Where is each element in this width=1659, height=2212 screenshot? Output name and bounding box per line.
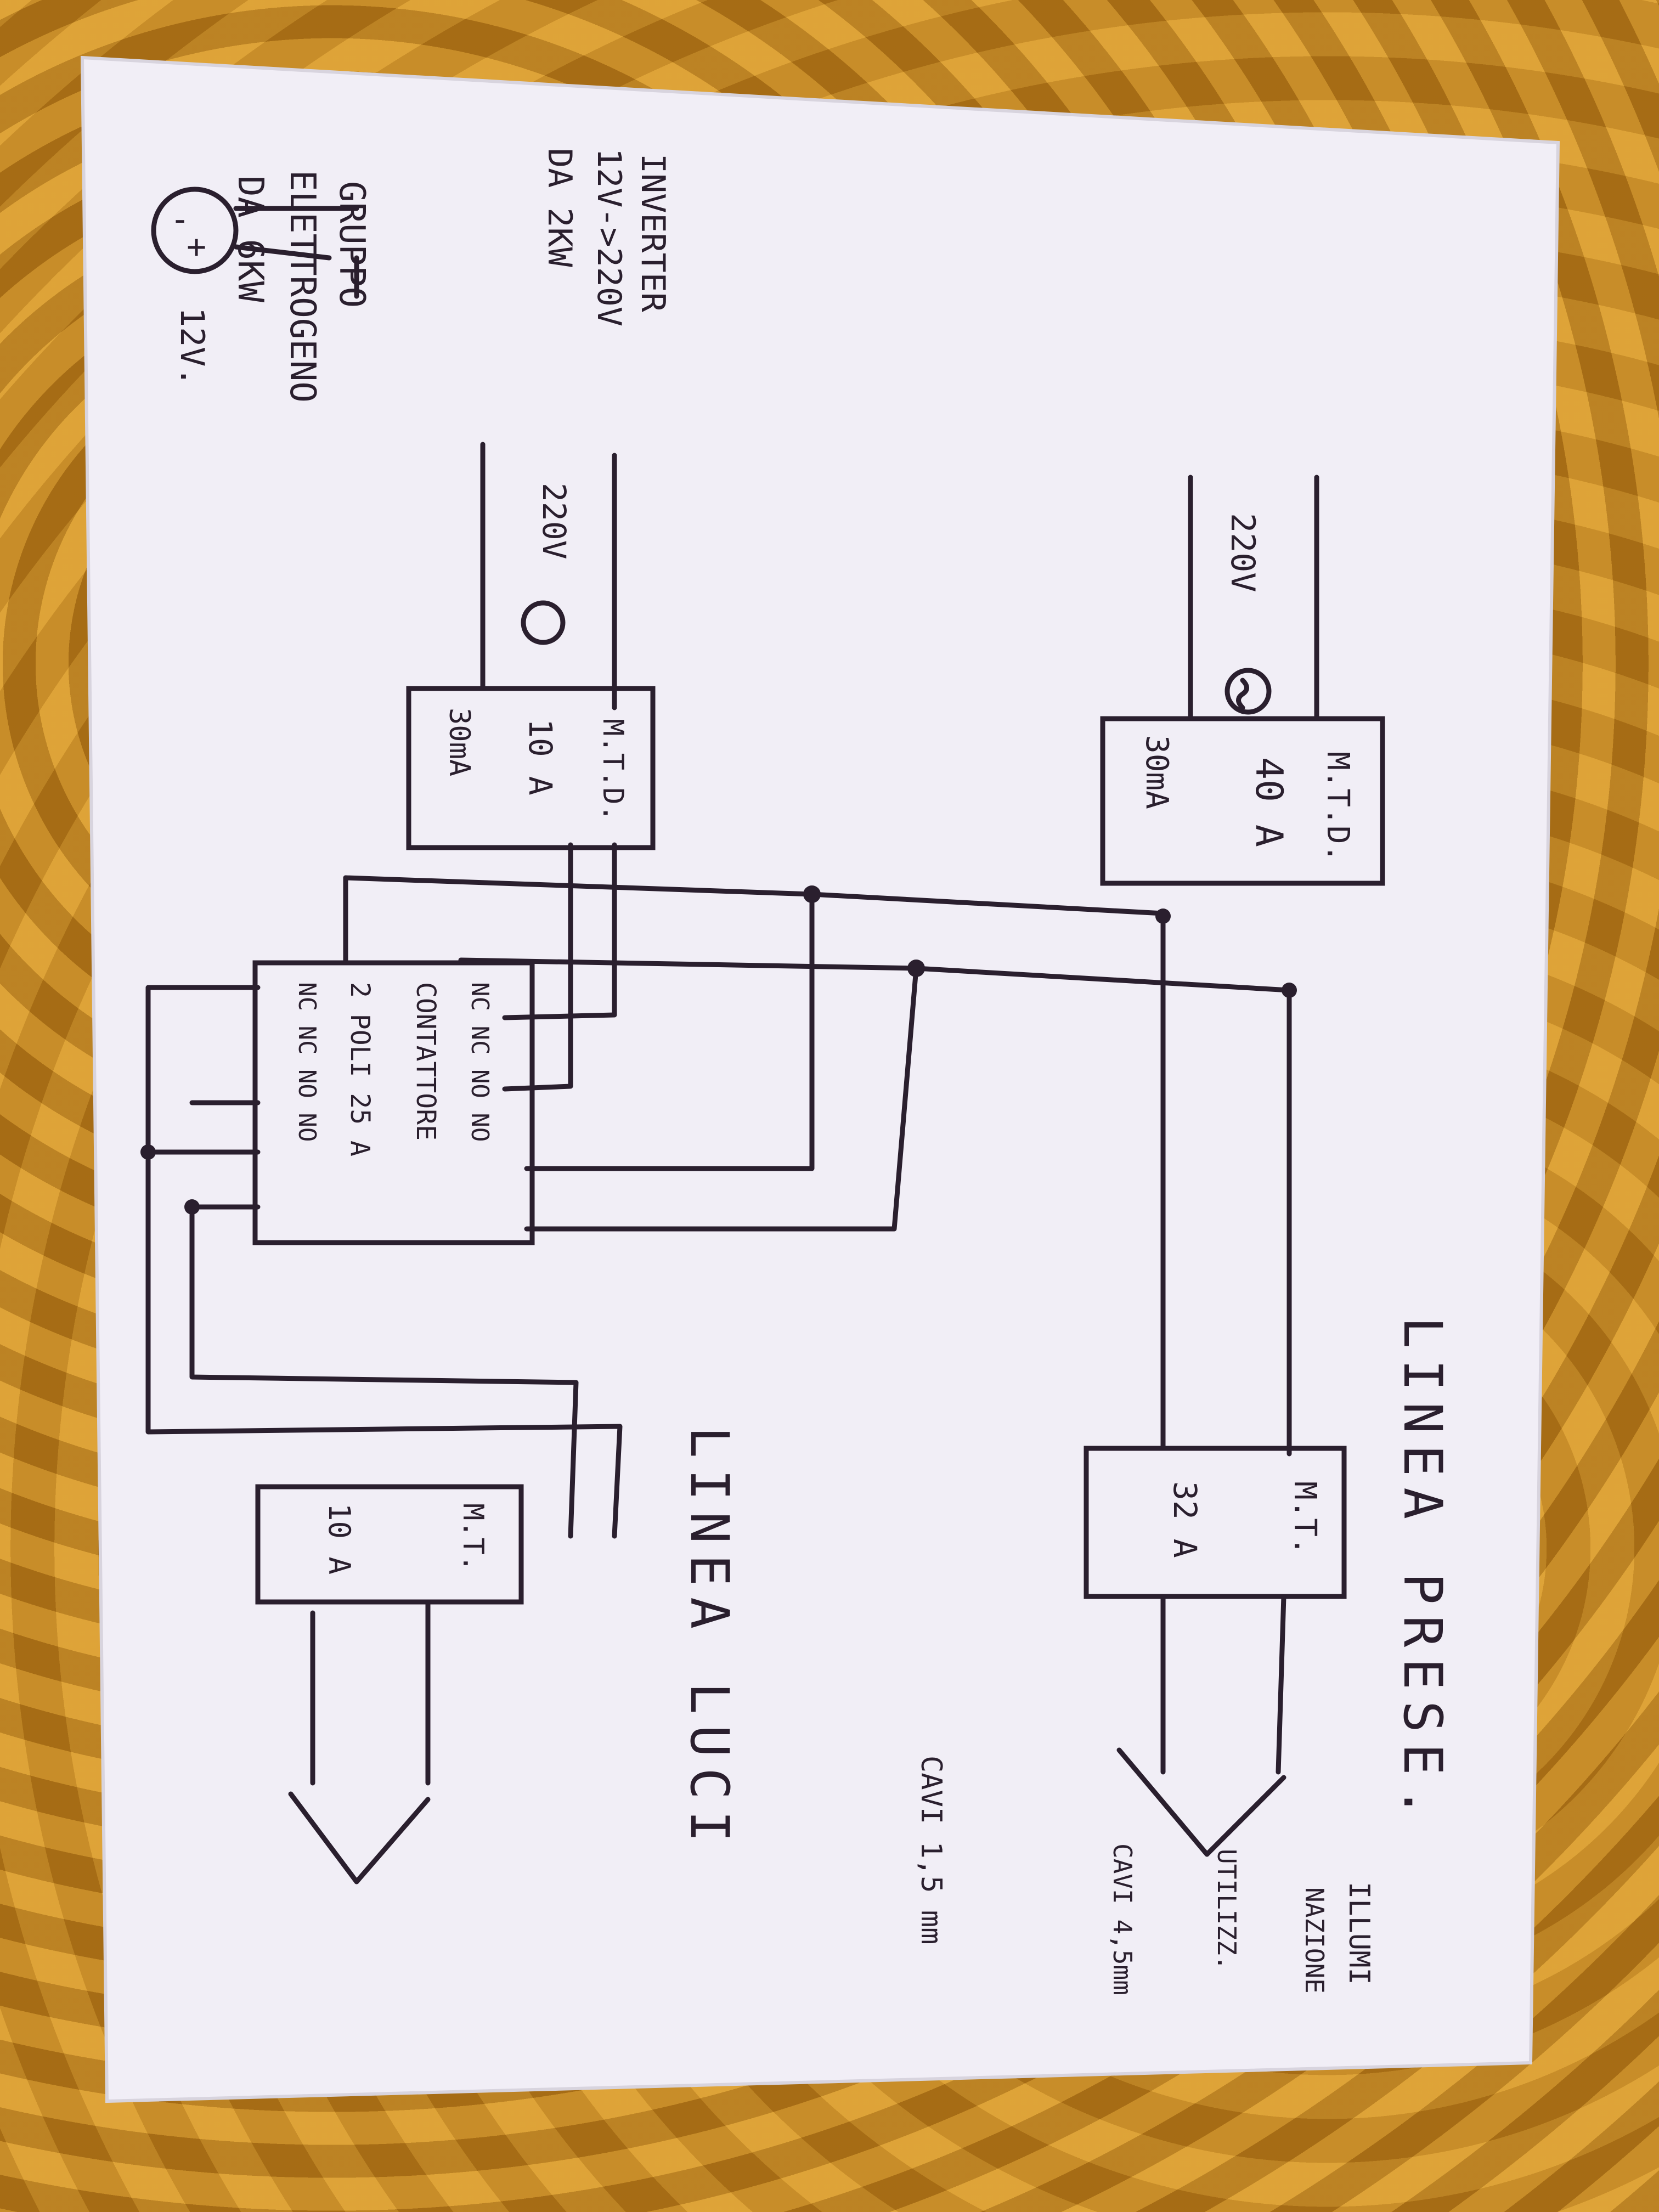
generator-label-1: GRUPPO: [331, 181, 372, 308]
breaker-mt-10a: [255, 1484, 524, 1605]
junction-2: [907, 960, 925, 977]
linea-prese-label: LINEA PRESE.: [1392, 1317, 1453, 1829]
inv-to-contactor-b: [502, 842, 617, 1020]
mtd10-line3: 30mA: [443, 708, 476, 776]
junction-4: [1282, 983, 1297, 998]
contactor-row1: NC NC NO NO: [466, 982, 494, 1142]
battery-plus: +: [187, 228, 206, 266]
inverter-label-3: DA 2KW: [540, 148, 579, 268]
cavi-luci-label: CAVI 1,5 mm: [915, 1756, 947, 1944]
bus-wire-2: [458, 957, 1292, 1457]
gen-to-contactor-a: [524, 891, 815, 1171]
inverter-label-1: INVERTER: [634, 154, 672, 313]
junction-5: [140, 1144, 156, 1160]
ac-wave-icon: [1236, 678, 1249, 710]
mt10-line1: M.T.: [456, 1503, 489, 1572]
battery-voltage: 12V.: [173, 307, 211, 387]
generator-voltage: 220V: [1223, 513, 1262, 592]
mt10-line2: 10 A: [322, 1503, 357, 1575]
inverter-voltage: 220V: [535, 483, 573, 560]
battery-symbol: [151, 187, 239, 274]
breaker-mtd-40a: [1100, 716, 1385, 886]
utilizz-label: UTILIZZ.: [1212, 1849, 1242, 1971]
mt32-line2: 32 A: [1166, 1481, 1204, 1558]
breaker-mtd-10a: [406, 686, 656, 850]
contactor-out-b: [189, 1204, 579, 1539]
junction-3: [1155, 909, 1171, 924]
contactor-row4: NC NC NO NO: [293, 982, 321, 1142]
cavi-prese-label: CAVI 4,5mm: [1108, 1843, 1137, 1995]
mtd10-line1: M.T.D.: [596, 719, 629, 822]
illuminazione-2: NAZIONE: [1300, 1887, 1329, 1994]
linea-luci-label: LINEA LUCI: [679, 1426, 740, 1853]
ac-symbol-icon-2: [521, 600, 566, 645]
illuminazione-1: ILLUMI: [1342, 1882, 1375, 1985]
junction-6: [184, 1199, 200, 1215]
mtd40-line2: 40 A: [1247, 757, 1290, 847]
battery-minus: -: [170, 200, 190, 239]
battery-wires: [233, 206, 359, 299]
contactor-row2: CONTATTORE: [410, 982, 441, 1141]
ac-symbol-icon: [1224, 668, 1272, 715]
contactor-row3: 2 POLI 25 A: [345, 982, 375, 1156]
mtd40-line1: M.T.D.: [1320, 752, 1356, 862]
junction-1: [803, 885, 821, 903]
mtd10-line2: 10 A: [522, 719, 559, 795]
inv-to-contactor-a: [502, 842, 573, 1092]
prese-brace: [1116, 1747, 1286, 1857]
bus-wire-top: [343, 875, 1166, 1451]
prese-out-a: [1276, 1594, 1286, 1775]
luci-brace: [288, 1791, 431, 1884]
mt32-line1: M.T.: [1287, 1481, 1323, 1555]
breaker-mt-32a: [1084, 1446, 1347, 1599]
contactor-out-a: [145, 985, 623, 1539]
generator-label-2: ELETTROGENO: [282, 170, 323, 403]
mtd40-line3: 30mA: [1139, 735, 1175, 809]
gen-to-contactor-b: [524, 966, 919, 1232]
inverter-label-2: 12V->220V: [590, 148, 628, 326]
